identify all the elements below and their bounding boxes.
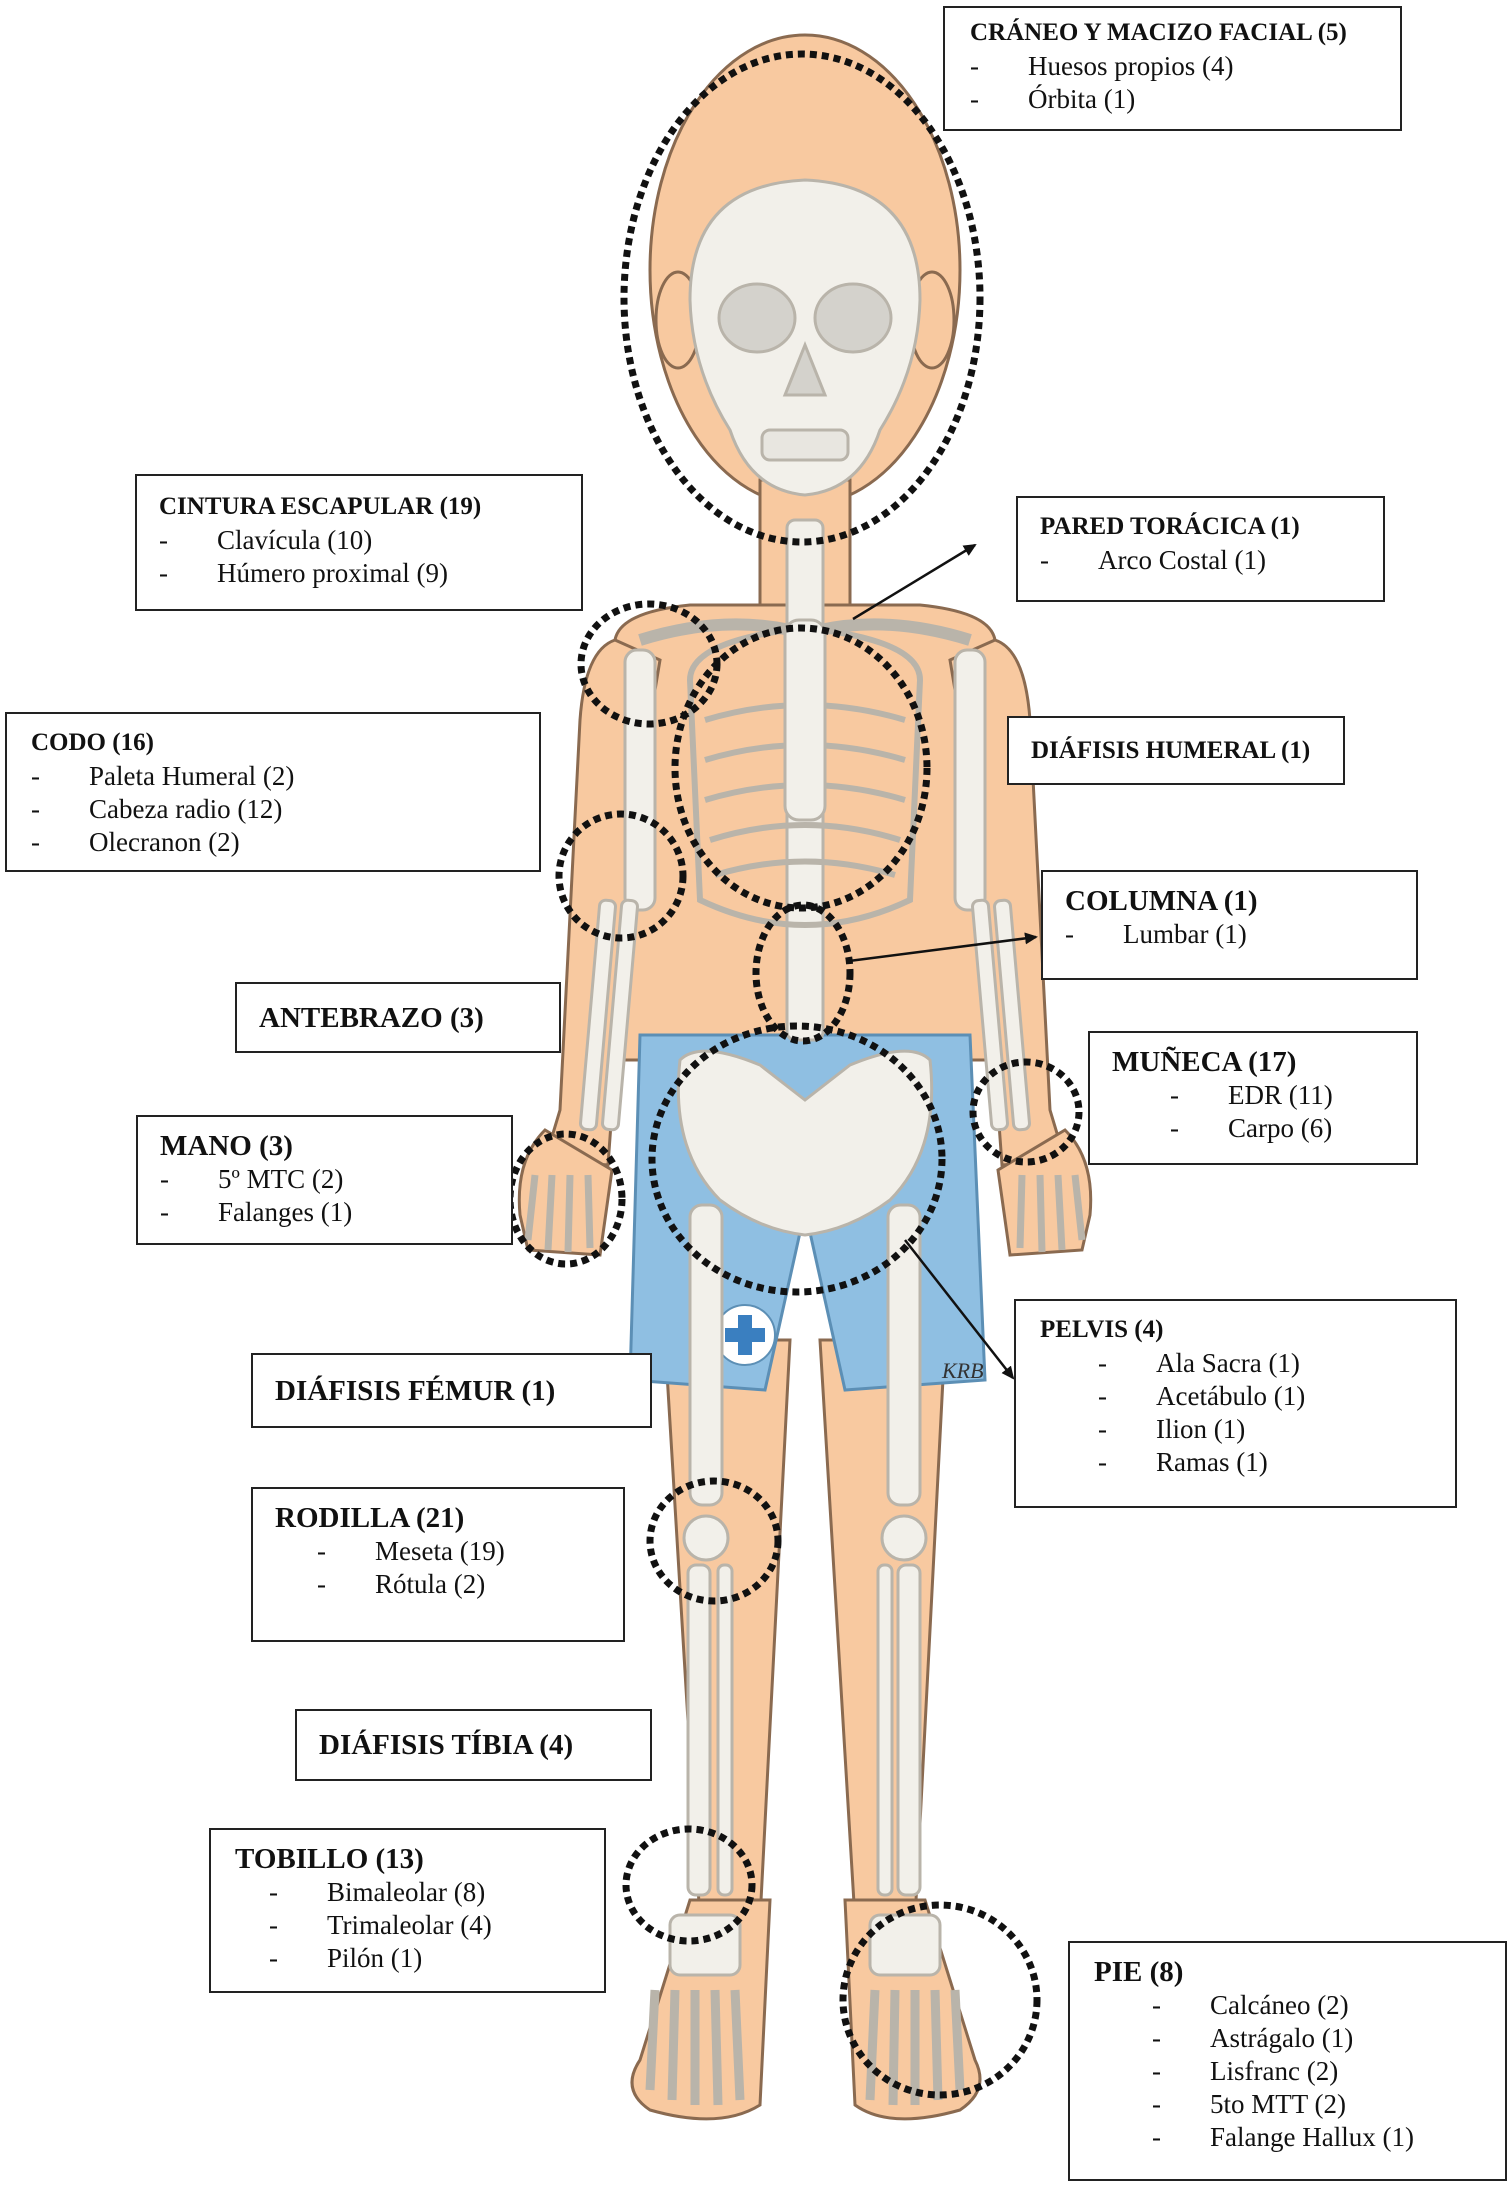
box-title: CRÁNEO Y MACIZO FACIAL (5) — [970, 19, 1347, 46]
list-item: -5to MTT (2) — [1152, 2089, 1346, 2119]
list-item: -Astrágalo (1) — [1152, 2023, 1354, 2053]
list-item: -Lumbar (1) — [1065, 919, 1247, 949]
circle-pelvis — [648, 1022, 946, 1296]
box-pelvis: PELVIS (4) -Ala Sacra (1) -Acetábulo (1)… — [1014, 1299, 1457, 1508]
list-item: -Ala Sacra (1) — [1098, 1348, 1300, 1378]
item-list: -5º MTC (2) -Falanges (1) — [160, 1163, 489, 1229]
circle-codo — [555, 810, 687, 942]
list-item: -Rótula (2) — [317, 1569, 486, 1599]
box-diafisis-tibia: DIÁFISIS TÍBIA (4) — [295, 1709, 652, 1781]
circle-tobillo — [622, 1825, 756, 1945]
box-pie: PIE (8) -Calcáneo (2) -Astrágalo (1) -Li… — [1068, 1941, 1507, 2181]
box-rodilla: RODILLA (21) -Meseta (19) -Rótula (2) — [251, 1487, 625, 1642]
box-diafisis-humeral: DIÁFISIS HUMERAL (1) — [1007, 716, 1345, 785]
medical-cross-logo-icon — [725, 1315, 765, 1355]
circle-pie — [839, 1901, 1041, 2099]
box-title: DIÁFISIS TÍBIA (4) — [319, 1729, 574, 1761]
arrow-pared — [852, 543, 977, 621]
box-tobillo: TOBILLO (13) -Bimaleolar (8) -Trimaleola… — [209, 1828, 606, 1993]
box-title: TOBILLO (13) — [235, 1843, 424, 1875]
skeleton — [524, 178, 1086, 2106]
box-codo: CODO (16) -Paleta Humeral (2) -Cabeza ra… — [5, 712, 541, 872]
box-title: PARED TORÁCICA (1) — [1040, 513, 1300, 540]
box-title: COLUMNA (1) — [1065, 885, 1258, 917]
list-item: -Ilion (1) — [1098, 1414, 1246, 1444]
circle-craneo — [620, 50, 984, 546]
list-item: -Olecranon (2) — [31, 827, 240, 857]
item-list: -EDR (11) -Carpo (6) — [1112, 1079, 1394, 1145]
box-muneca: MUÑECA (17) -EDR (11) -Carpo (6) — [1088, 1031, 1418, 1165]
list-item: -Lisfranc (2) — [1152, 2056, 1339, 2086]
list-item: -Arco Costal (1) — [1040, 545, 1266, 575]
item-list: -Huesos propios (4) -Órbita (1) — [970, 50, 1378, 116]
box-craneo: CRÁNEO Y MACIZO FACIAL (5) -Huesos propi… — [943, 6, 1402, 131]
box-title: CODO (16) — [31, 729, 154, 756]
item-list: -Clavícula (10) -Húmero proximal (9) — [159, 524, 559, 590]
box-title: CINTURA ESCAPULAR (19) — [159, 493, 482, 520]
item-list: -Meseta (19) -Rótula (2) — [275, 1535, 601, 1601]
artist-signature: KRB — [941, 1358, 984, 1383]
list-item: -Carpo (6) — [1170, 1113, 1333, 1143]
list-item: -Húmero proximal (9) — [159, 558, 448, 588]
circle-muneca — [969, 1058, 1083, 1166]
circle-rodilla — [646, 1477, 782, 1605]
box-title: ANTEBRAZO (3) — [259, 1001, 484, 1034]
box-title: DIÁFISIS HUMERAL (1) — [1031, 736, 1311, 764]
list-item: -Ramas (1) — [1098, 1447, 1268, 1477]
item-list: -Ala Sacra (1) -Acetábulo (1) -Ilion (1)… — [1040, 1347, 1433, 1479]
box-title: MANO (3) — [160, 1130, 293, 1162]
box-columna: COLUMNA (1) -Lumbar (1) — [1041, 870, 1418, 980]
arrow-columna — [848, 932, 1038, 963]
list-item: -Falanges (1) — [160, 1197, 353, 1227]
circle-columna — [752, 901, 854, 1045]
box-title: MUÑECA (17) — [1112, 1046, 1297, 1078]
list-item: -Calcáneo (2) — [1152, 1990, 1349, 2020]
item-list: -Paleta Humeral (2) -Cabeza radio (12) -… — [31, 760, 517, 859]
item-list: -Arco Costal (1) — [1040, 544, 1361, 577]
box-mano: MANO (3) -5º MTC (2) -Falanges (1) — [136, 1115, 513, 1245]
list-item: -5º MTC (2) — [160, 1164, 344, 1194]
item-list: -Lumbar (1) — [1065, 918, 1394, 951]
list-item: -Trimaleolar (4) — [269, 1910, 492, 1940]
list-item: -EDR (11) — [1170, 1080, 1333, 1110]
box-diafisis-femur: DIÁFISIS FÉMUR (1) — [251, 1353, 652, 1428]
list-item: -Pilón (1) — [269, 1943, 423, 1973]
box-title: RODILLA (21) — [275, 1502, 465, 1534]
list-item: -Órbita (1) — [970, 84, 1136, 114]
box-title: PELVIS (4) — [1040, 1316, 1164, 1343]
item-list: -Calcáneo (2) -Astrágalo (1) -Lisfranc (… — [1094, 1989, 1483, 2154]
list-item: -Huesos propios (4) — [970, 51, 1234, 81]
list-item: -Bimaleolar (8) — [269, 1877, 486, 1907]
item-list: -Bimaleolar (8) -Trimaleolar (4) -Pilón … — [235, 1876, 582, 1975]
circle-mano — [506, 1130, 626, 1268]
box-title: PIE (8) — [1094, 1956, 1184, 1988]
arrow-pelvis — [904, 1239, 1015, 1380]
list-item: -Paleta Humeral (2) — [31, 761, 295, 791]
box-antebrazo: ANTEBRAZO (3) — [235, 982, 561, 1053]
list-item: -Meseta (19) — [317, 1536, 505, 1566]
list-item: -Clavícula (10) — [159, 525, 373, 555]
box-pared-toracica: PARED TORÁCICA (1) -Arco Costal (1) — [1016, 496, 1385, 602]
list-item: -Acetábulo (1) — [1098, 1381, 1306, 1411]
list-item: -Cabeza radio (12) — [31, 794, 283, 824]
box-cintura: CINTURA ESCAPULAR (19) -Clavícula (10) -… — [135, 474, 583, 611]
list-item: -Falange Hallux (1) — [1152, 2122, 1414, 2152]
box-title: DIÁFISIS FÉMUR (1) — [275, 1374, 556, 1407]
